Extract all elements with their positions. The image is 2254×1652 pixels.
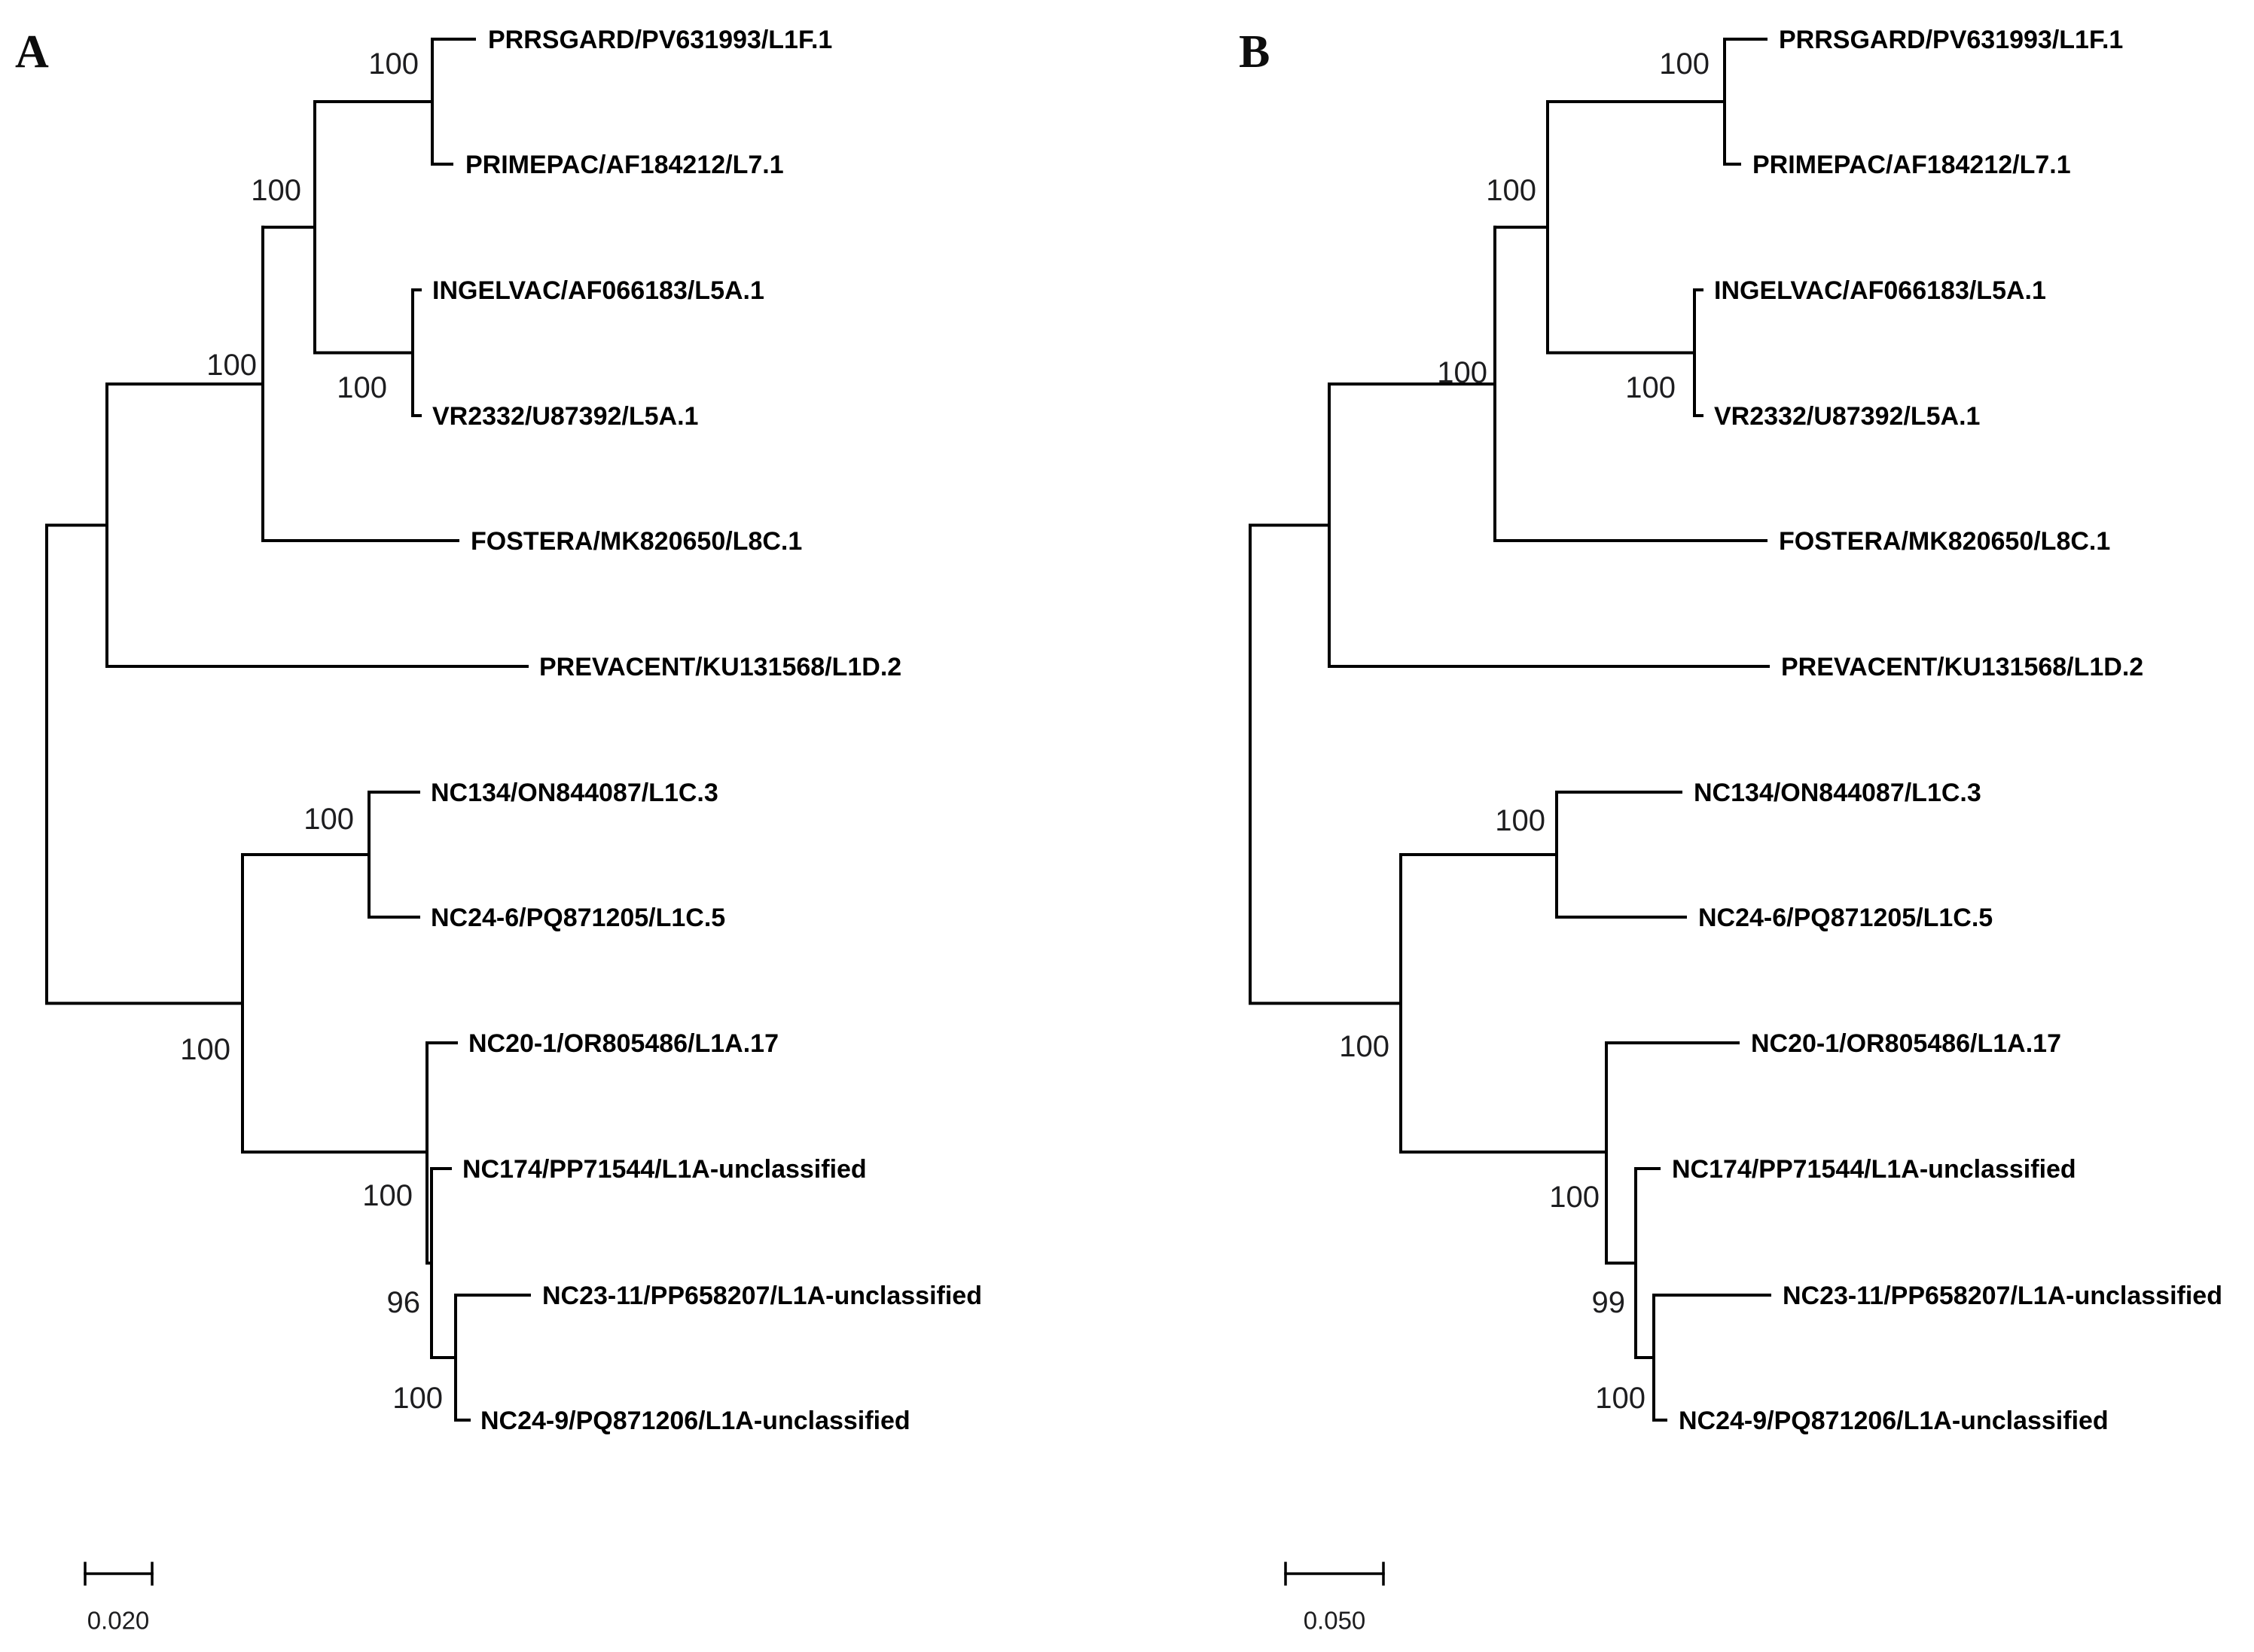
bootstrap-value-nc-clade: 100 [180,1033,230,1066]
bootstrap-value-nc-clade: 100 [1339,1030,1389,1063]
taxon-label: FOSTERA/MK820650/L8C.1 [1779,527,2110,556]
bootstrap-value-nc134-nc24-6: 100 [1495,804,1545,837]
taxon-label: NC24-9/PQ871206/L1A-unclassified [1679,1407,2109,1435]
bootstrap-value-prrsgard-primepac: 100 [368,47,419,81]
bootstrap-value-nc23-11-nc24-9: 100 [392,1382,443,1415]
bootstrap-value-fostera-clade: 100 [1437,356,1487,389]
taxon-label: NC24-6/PQ871205/L1C.5 [431,904,725,932]
taxon-label: INGELVAC/AF066183/L5A.1 [1714,276,2046,305]
taxon-label: PREVACENT/KU131568/L1D.2 [539,653,901,681]
bootstrap-value-nc174-subclade: 99 [1592,1286,1626,1319]
taxon-label: VR2332/U87392/L5A.1 [1714,402,1980,431]
bootstrap-value-nc23-11-nc24-9: 100 [1595,1382,1646,1415]
taxon-label: NC134/ON844087/L1C.3 [431,779,718,807]
bootstrap-value-vaccine-clade: 100 [251,174,301,207]
taxon-label: NC23-11/PP658207/L1A-unclassified [1783,1282,2222,1310]
taxon-label: PRIMEPAC/AF184212/L7.1 [465,151,784,179]
taxon-label: VR2332/U87392/L5A.1 [432,402,698,431]
taxon-label: PREVACENT/KU131568/L1D.2 [1781,653,2143,681]
taxon-label: NC134/ON844087/L1C.3 [1694,779,1981,807]
bootstrap-value-l1a-clade: 100 [362,1179,413,1212]
taxon-label: NC24-9/PQ871206/L1A-unclassified [480,1407,910,1435]
scale-bar-label: 0.020 [87,1607,150,1635]
bootstrap-value-fostera-clade: 100 [206,349,257,382]
taxon-label: PRIMEPAC/AF184212/L7.1 [1752,151,2071,179]
bootstrap-value-l1a-clade: 100 [1549,1181,1600,1214]
bootstrap-value-ingelvac-vr2332: 100 [337,371,387,404]
taxon-label: NC24-6/PQ871205/L1C.5 [1698,904,1993,932]
bootstrap-value-vaccine-clade: 100 [1486,174,1536,207]
taxon-label: NC174/PP71544/L1A-unclassified [1672,1155,2076,1184]
taxon-label: PRRSGARD/PV631993/L1F.1 [1779,26,2123,54]
bootstrap-value-ingelvac-vr2332: 100 [1625,371,1676,404]
tree-panel-b: PRRSGARD/PV631993/L1F.1PRIMEPAC/AF184212… [1249,26,2222,1635]
taxon-label: PRRSGARD/PV631993/L1F.1 [488,26,832,54]
taxon-label: NC20-1/OR805486/L1A.17 [468,1029,779,1058]
scale-bar-label: 0.050 [1304,1607,1366,1635]
taxon-label: NC174/PP71544/L1A-unclassified [462,1155,867,1184]
panel-label-b: B [1239,26,1270,78]
tree-panel-a: PRRSGARD/PV631993/L1F.1PRIMEPAC/AF184212… [45,26,982,1635]
bootstrap-value-prrsgard-primepac: 100 [1659,47,1710,81]
taxon-label: NC23-11/PP658207/L1A-unclassified [542,1282,982,1310]
bootstrap-value-nc174-subclade: 96 [387,1286,421,1319]
taxon-label: FOSTERA/MK820650/L8C.1 [471,527,802,556]
taxon-label: INGELVAC/AF066183/L5A.1 [432,276,764,305]
panel-label-a: A [15,26,49,78]
bootstrap-value-nc134-nc24-6: 100 [303,803,354,836]
taxon-label: NC20-1/OR805486/L1A.17 [1751,1029,2061,1058]
